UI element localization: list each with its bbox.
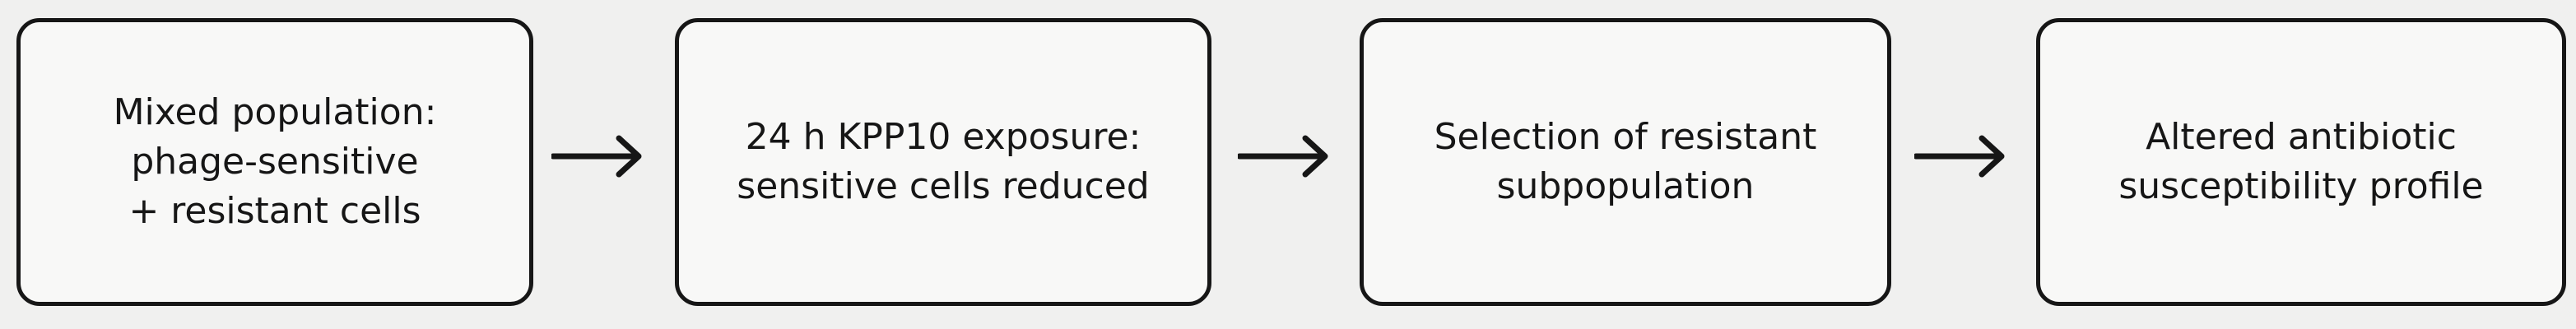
right-arrow-icon [1914,135,2005,178]
step-box-mixed-population: Mixed population: phage-sensitive + resi… [16,18,533,306]
step-label-resistant-selection: Selection of resistant subpopulation [1434,116,1817,207]
step-label-kpp10-exposure: 24 h KPP10 exposure: sensitive cells red… [737,116,1150,207]
step-box-antibiotic-profile: Altered antibiotic susceptibility profil… [2036,18,2566,306]
step-label-mixed-population: Mixed population: phage-sensitive + resi… [113,91,437,232]
step-box-resistant-selection: Selection of resistant subpopulation [1360,18,1891,306]
right-arrow-icon [1238,135,1328,178]
step-box-kpp10-exposure: 24 h KPP10 exposure: sensitive cells red… [675,18,1211,306]
right-arrow-icon [551,135,642,178]
step-label-antibiotic-profile: Altered antibiotic susceptibility profil… [2118,116,2484,207]
